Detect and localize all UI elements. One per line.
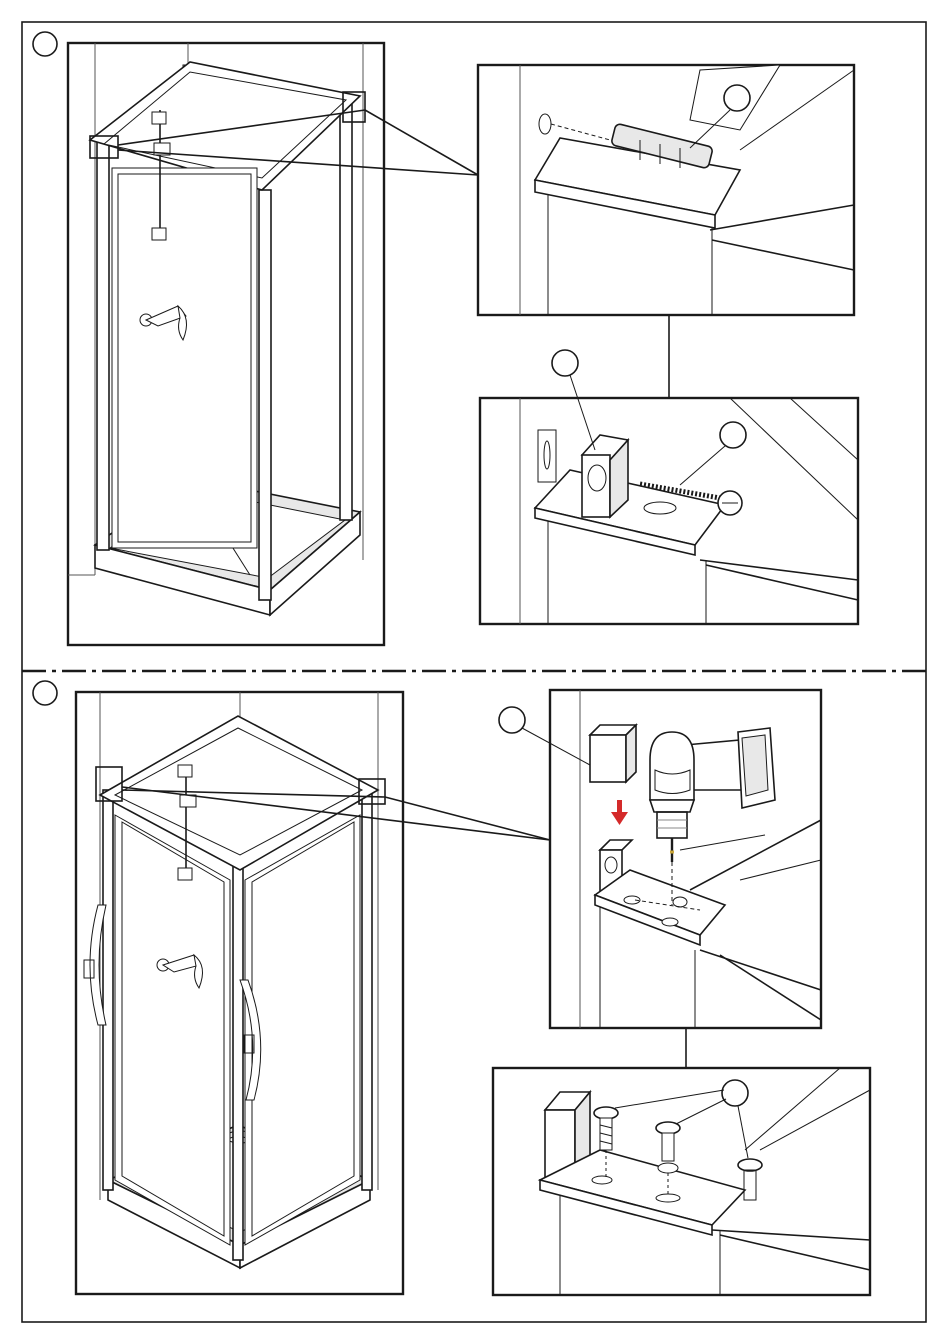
step-1-main-illustration <box>68 43 384 645</box>
step-2-main-illustration <box>76 692 403 1294</box>
callout-marker-icon <box>552 350 578 376</box>
step-2-marker-icon <box>33 681 57 705</box>
step-2-detail-bottom <box>493 1068 870 1295</box>
end-cap-icon <box>590 725 636 782</box>
bracket-block-icon <box>582 435 628 517</box>
callout-marker-icon <box>722 1080 748 1106</box>
step-2 <box>33 681 870 1295</box>
callout-marker-icon <box>720 422 746 448</box>
step-2-detail-top <box>499 690 821 1028</box>
step-1 <box>33 32 858 645</box>
step-1-detail-top <box>478 65 854 315</box>
callout-marker-icon <box>499 707 525 733</box>
callout-marker-icon <box>724 85 750 111</box>
step-1-marker-icon <box>33 32 57 56</box>
